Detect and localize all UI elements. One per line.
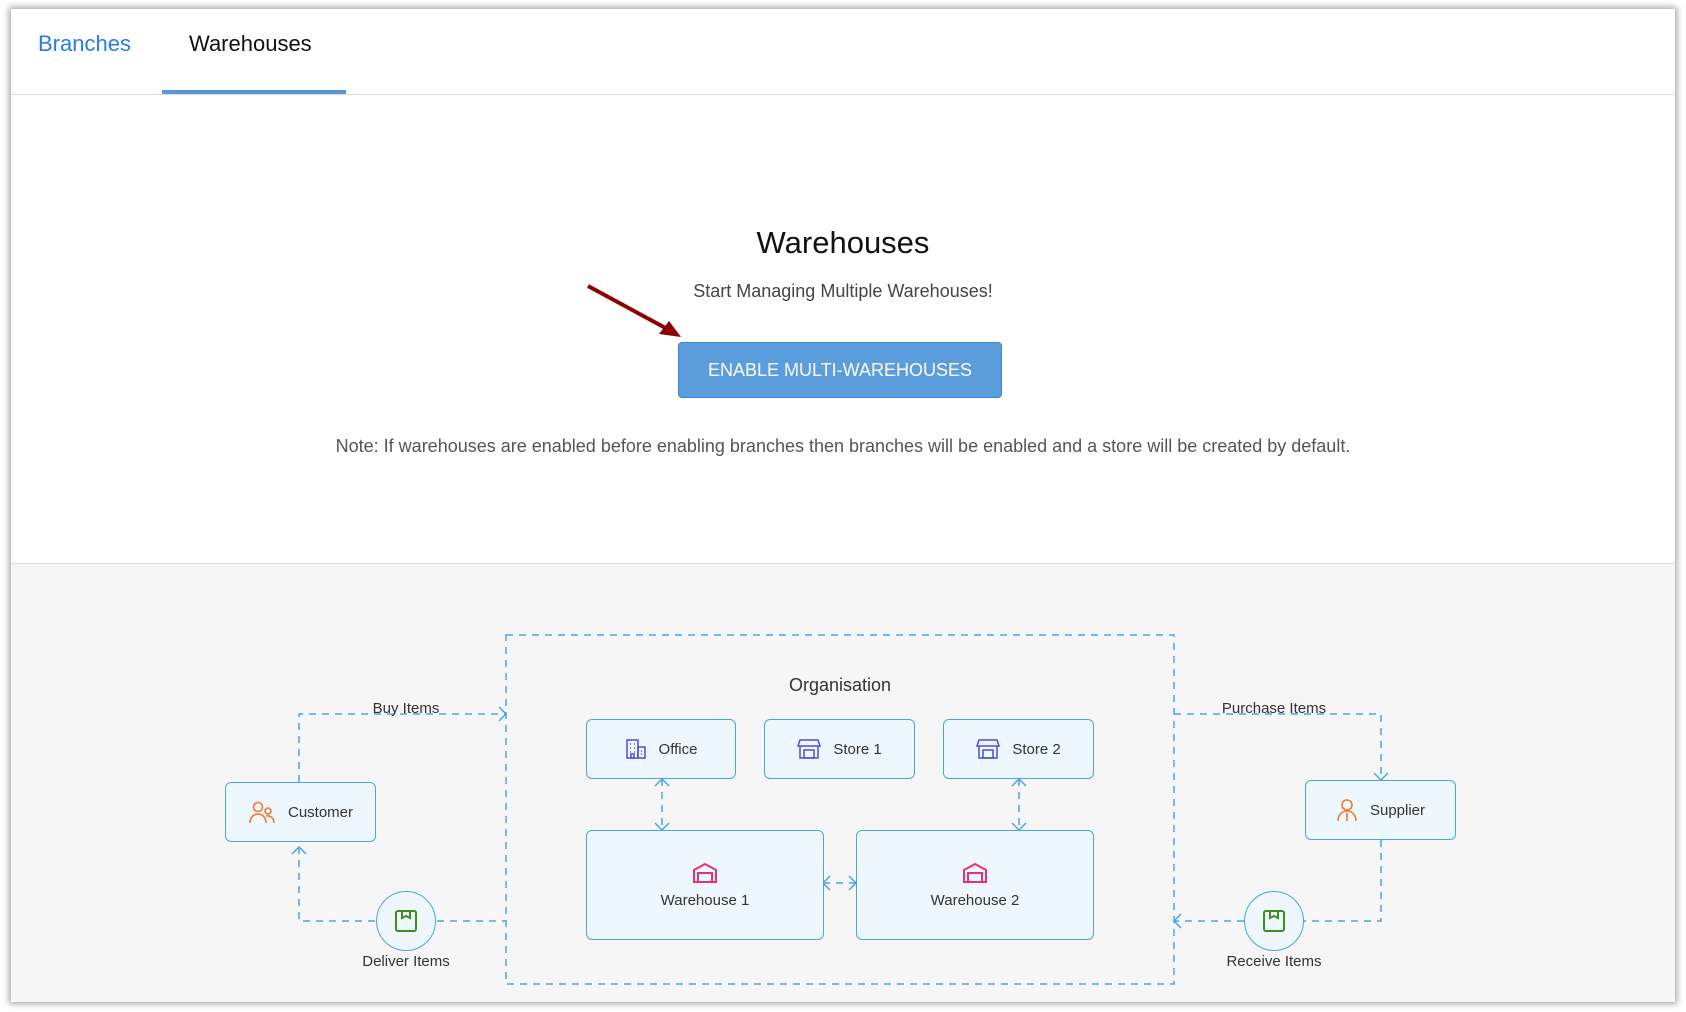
- note-text: Note: If warehouses are enabled before e…: [335, 436, 1351, 456]
- deliver-items-node: [376, 891, 436, 951]
- building-icon: [625, 739, 646, 759]
- warehouse2-node: Warehouse 2: [856, 830, 1094, 940]
- receive-items-label: Receive Items: [1226, 953, 1322, 970]
- package-icon: [1263, 910, 1285, 932]
- store2-label: Store 2: [1012, 740, 1061, 758]
- page-title: Warehouses: [756, 225, 930, 260]
- store2-node: Store 2: [943, 719, 1094, 779]
- warehouse1-node: Warehouse 1: [586, 830, 824, 940]
- active-tab-indicator: [162, 90, 346, 94]
- app-window: Branches Warehouses Warehouses Start Man…: [11, 9, 1675, 1002]
- annotation-arrow-icon: [587, 284, 681, 337]
- warehouse1-label: Warehouse 1: [660, 891, 750, 909]
- user-icon: [1337, 799, 1357, 822]
- users-icon: [249, 801, 275, 824]
- office-label: Office: [658, 740, 698, 758]
- purchase-items-label: Purchase Items: [1221, 700, 1327, 717]
- tab-divider: [11, 94, 1675, 95]
- diagram-section: Organisation Buy Items Purchase Items De…: [11, 563, 1675, 1002]
- tab-warehouses[interactable]: Warehouses: [189, 31, 312, 56]
- organisation-label: Organisation: [788, 675, 892, 695]
- tab-branches[interactable]: Branches: [38, 31, 131, 56]
- store-icon: [976, 739, 1001, 759]
- warehouse-icon: [693, 862, 717, 883]
- office-node: Office: [586, 719, 736, 779]
- package-icon: [395, 910, 417, 932]
- customer-label: Customer: [287, 803, 354, 821]
- enable-multi-warehouses-button[interactable]: ENABLE MULTI-WAREHOUSES: [678, 342, 1002, 398]
- receive-items-node: [1244, 891, 1304, 951]
- store1-label: Store 1: [833, 740, 882, 758]
- warehouse2-label: Warehouse 2: [930, 891, 1020, 909]
- buy-items-label: Buy Items: [372, 700, 440, 717]
- supplier-node: Supplier: [1305, 780, 1456, 840]
- page-subtitle: Start Managing Multiple Warehouses!: [693, 281, 993, 301]
- diagram-connectors: [291, 634, 1389, 985]
- deliver-items-label: Deliver Items: [362, 953, 450, 970]
- customer-node: Customer: [225, 782, 376, 842]
- warehouse-icon: [963, 862, 987, 883]
- store-icon: [797, 739, 822, 759]
- store1-node: Store 1: [764, 719, 915, 779]
- supplier-label: Supplier: [1369, 801, 1426, 819]
